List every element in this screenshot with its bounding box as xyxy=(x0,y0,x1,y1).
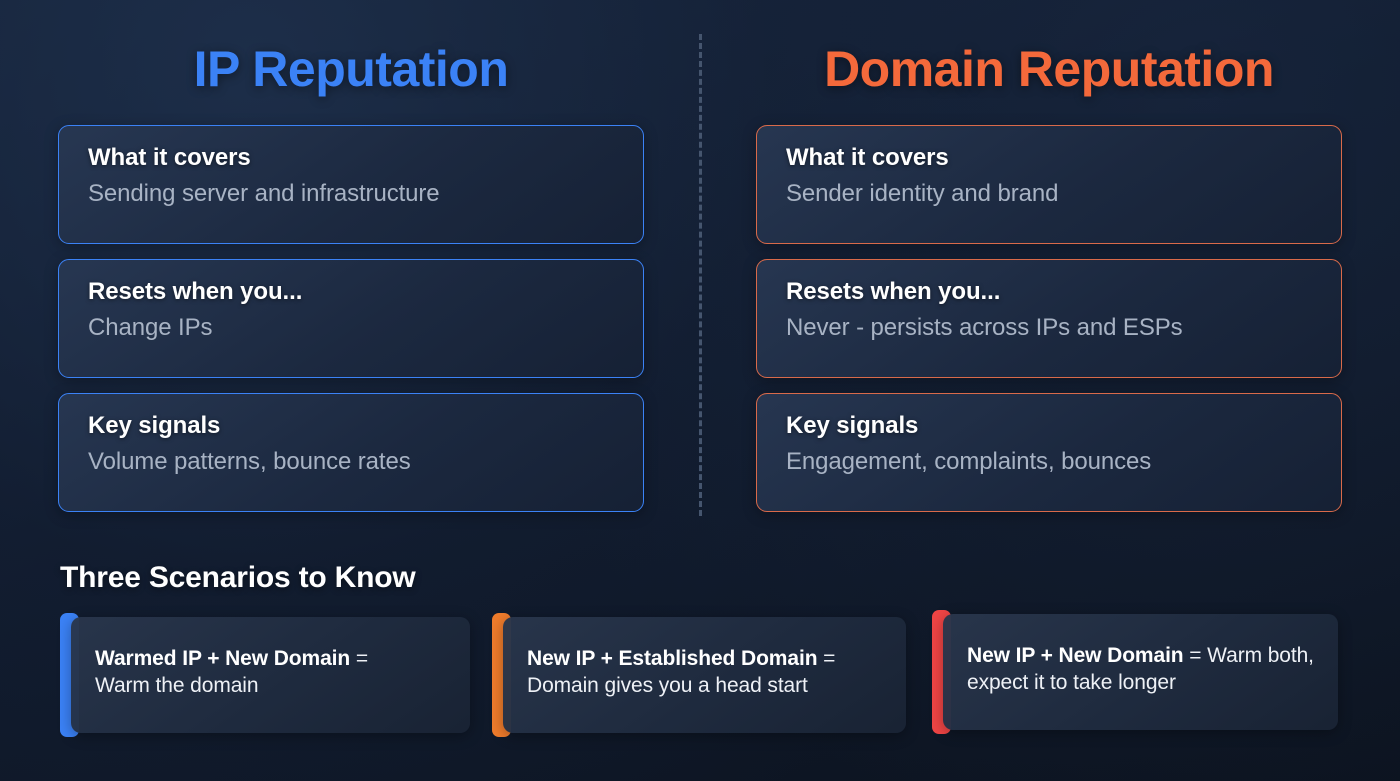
scenario-body: New IP + Established Domain = Domain giv… xyxy=(503,617,906,733)
scenario-condition: Warmed IP + New Domain xyxy=(95,647,351,670)
scenario-card-new-ip-new-domain: New IP + New Domain = Warm both, expect … xyxy=(932,610,1338,734)
scenario-equals: = xyxy=(350,647,369,670)
scenario-equals: = xyxy=(817,647,836,670)
scenario-equals: = xyxy=(1183,644,1208,667)
scenario-body: New IP + New Domain = Warm both, expect … xyxy=(943,614,1338,730)
card-detail: Engagement, complaints, bounces xyxy=(786,447,1152,475)
scenario-outcome: Warm the domain xyxy=(95,674,259,698)
card-detail: Never - persists across IPs and ESPs xyxy=(786,313,1183,341)
card-detail: Change IPs xyxy=(88,313,213,341)
scenario-condition: New IP + New Domain xyxy=(967,644,1184,667)
ip-reputation-title: IP Reputation xyxy=(193,41,509,97)
scenario-outcome: Domain gives you a head start xyxy=(527,674,808,698)
card-title: Key signals xyxy=(88,412,221,439)
card-detail: Volume patterns, bounce rates xyxy=(88,447,411,475)
column-divider xyxy=(699,34,702,516)
scenario-text: Warmed IP + New Domain = Warm the domain xyxy=(95,645,450,700)
scenario-condition: New IP + Established Domain xyxy=(527,647,818,670)
scenario-outcome: Warm both, expect it to take longer xyxy=(967,644,1314,695)
card-detail: Sending server and infrastructure xyxy=(88,179,440,207)
card-title: What it covers xyxy=(786,144,949,171)
ip-card-resets-when-you: Resets when you... Change IPs xyxy=(58,259,644,378)
card-title: Resets when you... xyxy=(88,278,303,305)
scenario-card-warmed-ip-new-domain: Warmed IP + New Domain = Warm the domain xyxy=(60,613,470,737)
card-title: Key signals xyxy=(786,412,919,439)
card-title: Resets when you... xyxy=(786,278,1001,305)
domain-reputation-title: Domain Reputation xyxy=(824,41,1274,97)
domain-card-key-signals: Key signals Engagement, complaints, boun… xyxy=(756,393,1342,512)
card-title: What it covers xyxy=(88,144,251,171)
scenarios-heading: Three Scenarios to Know xyxy=(60,561,416,594)
domain-card-what-it-covers: What it covers Sender identity and brand xyxy=(756,125,1342,244)
scenario-card-new-ip-established-domain: New IP + Established Domain = Domain giv… xyxy=(492,613,906,737)
card-detail: Sender identity and brand xyxy=(786,179,1059,207)
domain-card-resets-when-you: Resets when you... Never - persists acro… xyxy=(756,259,1342,378)
scenario-text: New IP + Established Domain = Domain giv… xyxy=(527,645,886,700)
ip-card-key-signals: Key signals Volume patterns, bounce rate… xyxy=(58,393,644,512)
scenario-body: Warmed IP + New Domain = Warm the domain xyxy=(71,617,470,733)
scenario-text: New IP + New Domain = Warm both, expect … xyxy=(967,642,1318,697)
ip-card-what-it-covers: What it covers Sending server and infras… xyxy=(58,125,644,244)
